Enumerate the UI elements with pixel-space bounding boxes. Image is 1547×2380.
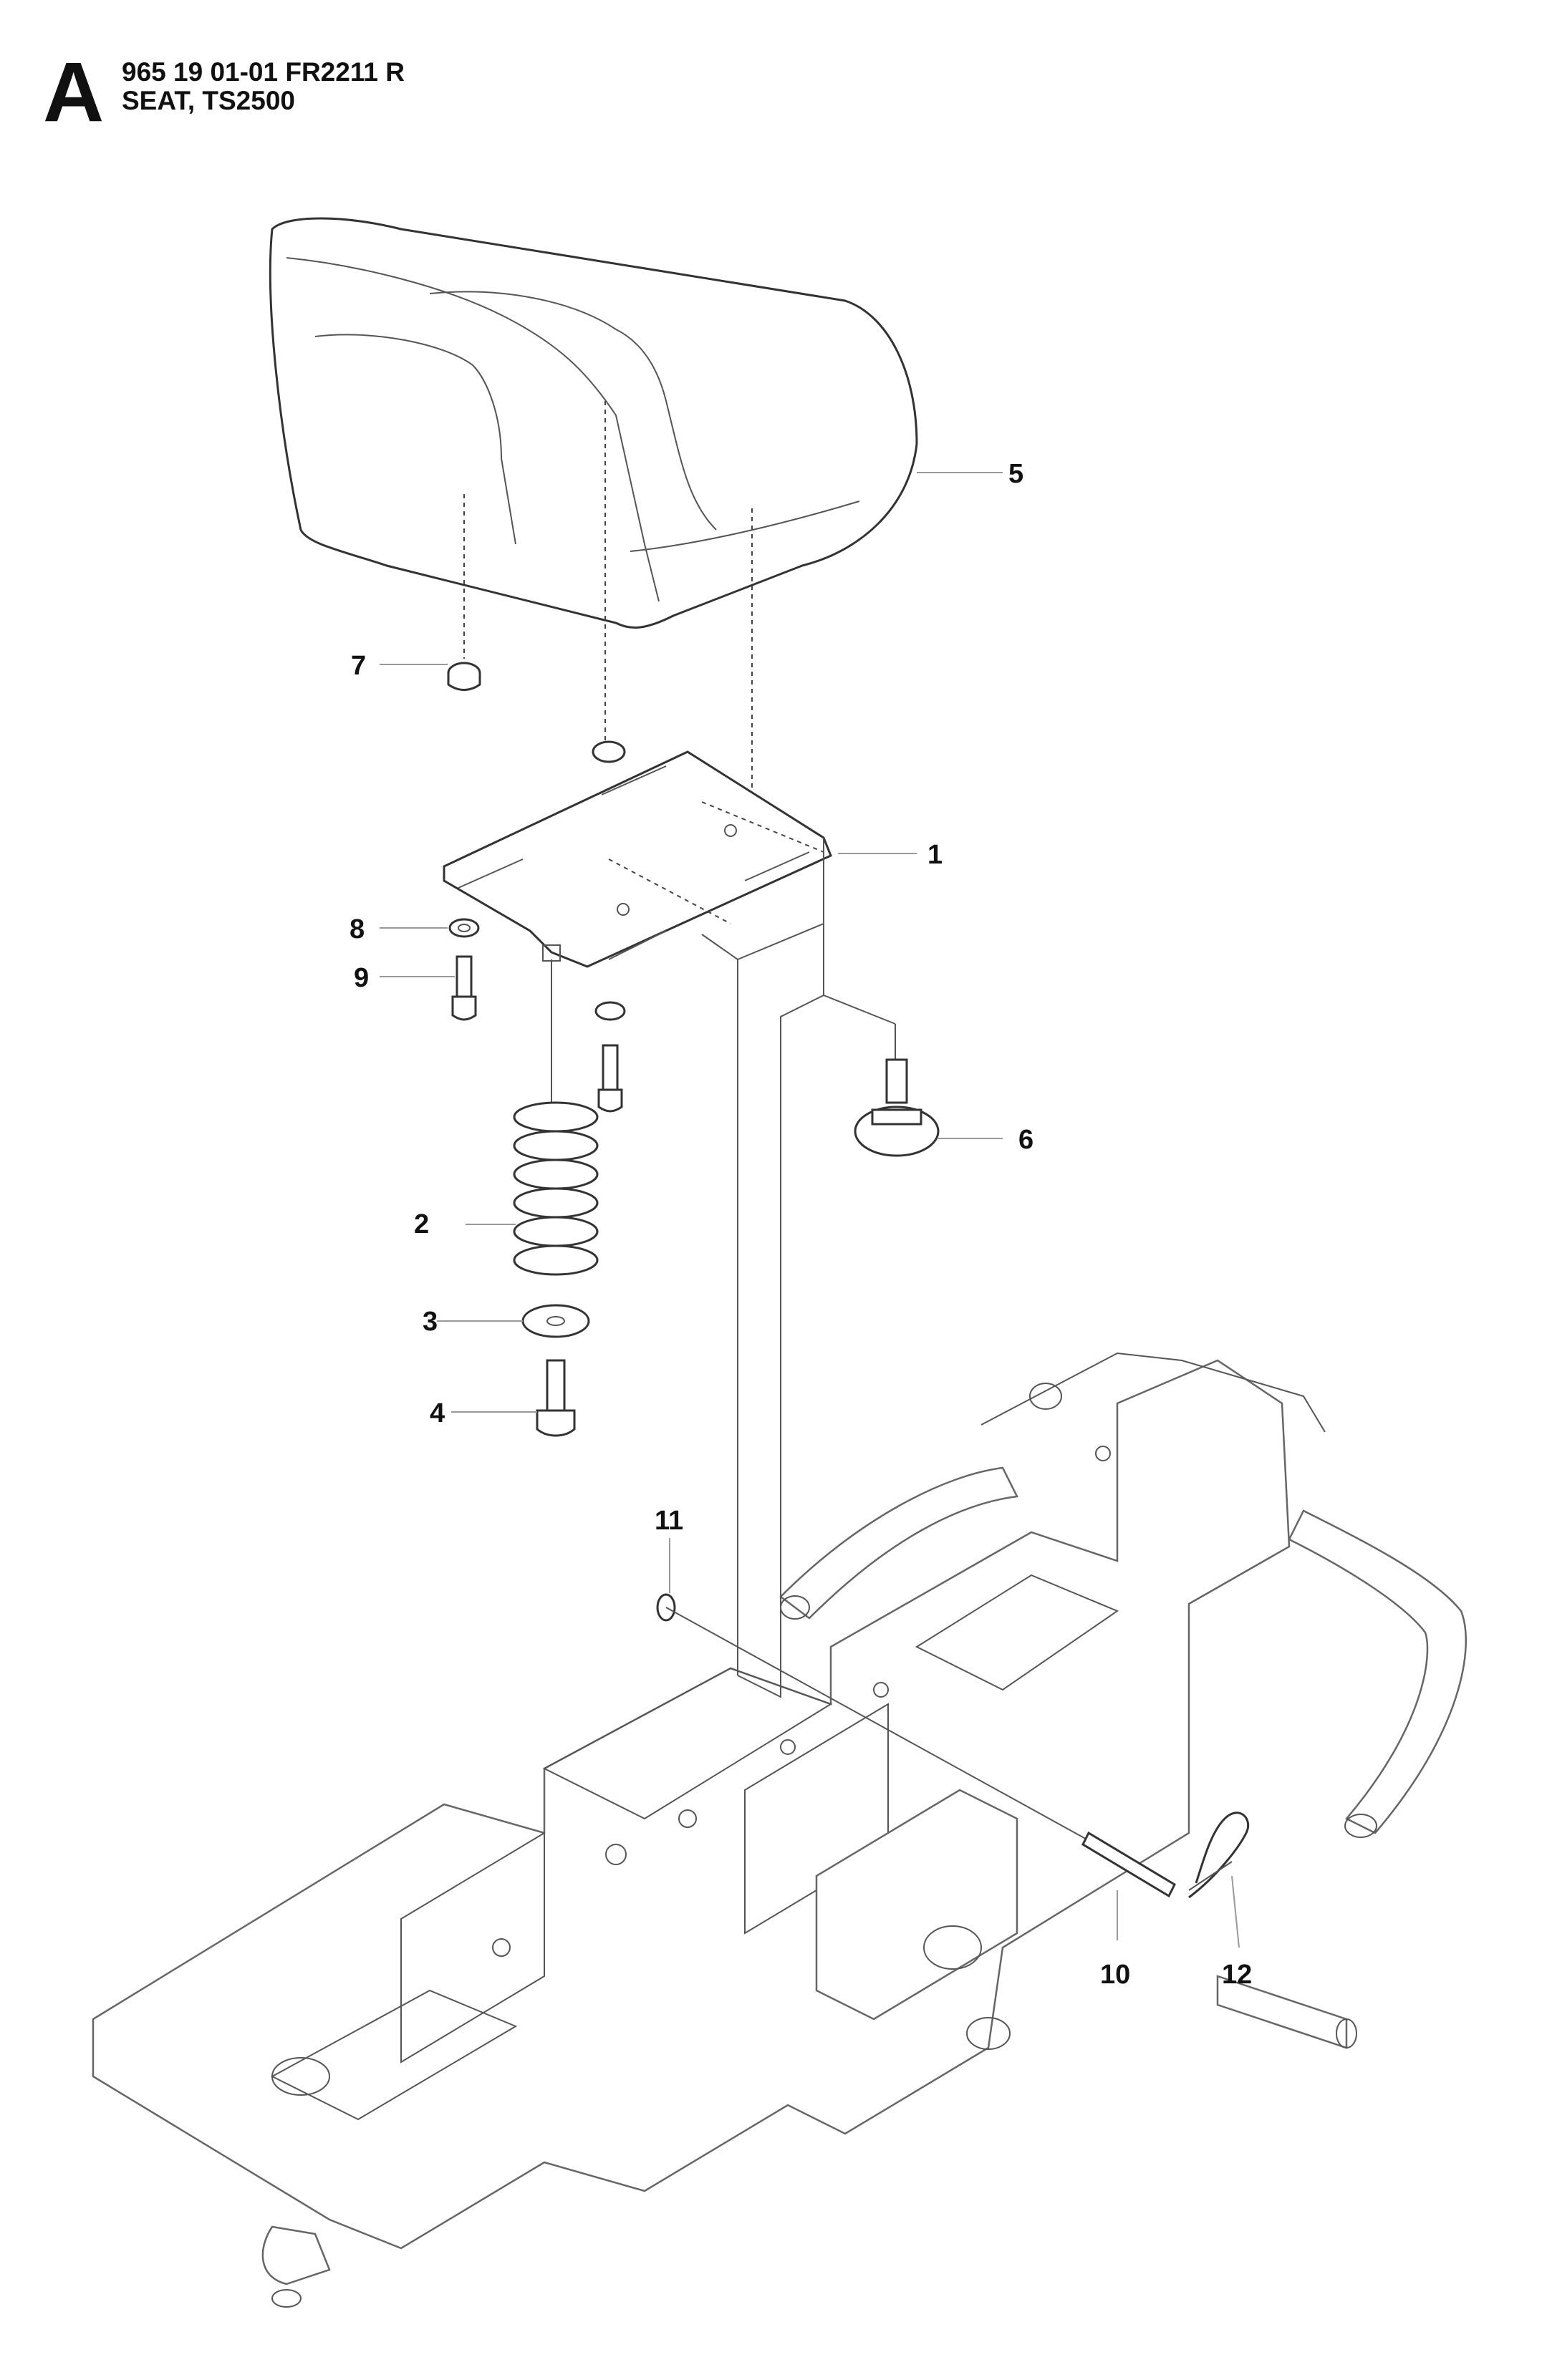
tractor-frame — [92, 1352, 1468, 2308]
screw — [451, 955, 477, 1021]
center-hardware — [594, 1001, 626, 1113]
washer — [448, 918, 480, 938]
callout-11: 11 — [655, 1506, 683, 1536]
part-title: SEAT, TS2500 — [122, 86, 295, 115]
spring — [513, 959, 599, 1276]
hair-pin — [1188, 1811, 1250, 1899]
callout-8: 8 — [350, 914, 365, 944]
callout-labels: 1 2 3 4 5 6 7 8 9 10 11 12 — [350, 459, 1252, 1990]
callout-5: 5 — [1008, 459, 1023, 489]
slide-rail — [701, 838, 824, 1698]
callout-10: 10 — [1100, 1960, 1130, 1990]
knob — [823, 995, 940, 1157]
spring-washer — [521, 1304, 590, 1338]
callout-2: 2 — [414, 1209, 429, 1239]
nut — [447, 662, 481, 691]
callout-1: 1 — [927, 840, 943, 870]
section-letter: A — [43, 45, 105, 140]
callout-leaders — [380, 472, 1240, 1948]
callout-12: 12 — [1222, 1960, 1252, 1990]
pin — [665, 1607, 1176, 1898]
nut-center — [592, 740, 626, 763]
callout-6: 6 — [1018, 1125, 1033, 1155]
seat-plate — [443, 750, 832, 968]
flange-bolt — [536, 1359, 576, 1437]
seat — [269, 217, 918, 629]
callout-3: 3 — [423, 1307, 438, 1337]
callout-7: 7 — [351, 651, 366, 681]
callout-4: 4 — [430, 1398, 445, 1428]
callout-9: 9 — [354, 963, 369, 993]
part-number: 965 19 01-01 FR2211 R — [122, 57, 405, 87]
seat-mounting-guides — [463, 401, 753, 888]
